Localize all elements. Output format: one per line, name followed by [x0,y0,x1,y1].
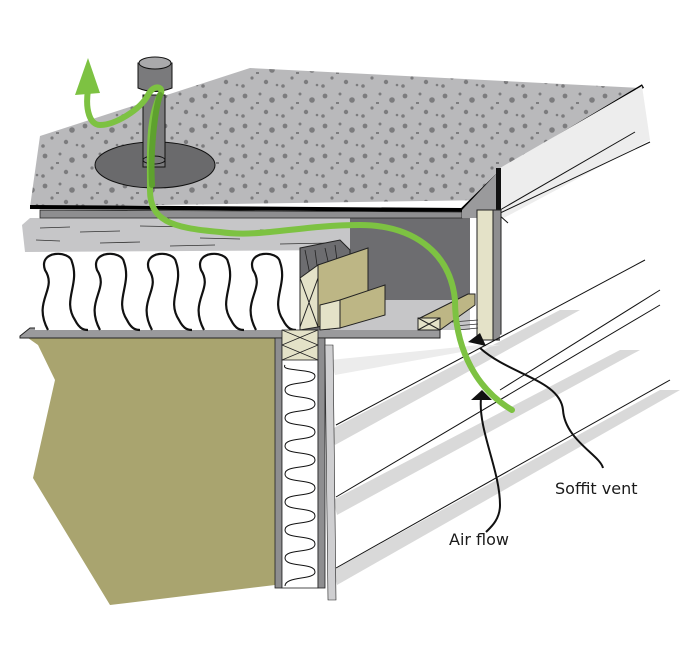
leader-lines [479,347,604,533]
soffit-vent-label: Soffit vent [555,479,638,498]
interior-wall [28,338,275,605]
wall-drywall [274,337,283,589]
gravel-stop [462,172,498,218]
air-flow-label: Air flow [449,530,509,549]
ceiling-drywall [19,327,441,339]
top-plate [319,284,386,331]
fascia-trim [499,131,636,211]
wall-cavity [281,337,319,589]
fascia-edge [496,168,501,220]
air-flow-label-arrowhead [471,390,492,400]
soffit-nailer [417,293,476,331]
attic-insulation-loops [41,252,297,332]
air-flow-path [75,58,515,413]
wall-sheathing [317,337,326,589]
wall-top-plate [281,329,319,361]
wall-insulation [284,364,316,587]
soffit-frame-edge [492,209,502,341]
roof-sheathing [22,218,350,252]
air-flow-arrowhead [75,58,100,95]
soffit-frame [476,209,496,341]
fascia [500,86,650,220]
siding [324,259,683,601]
soffit-vent-arrowhead [468,333,486,346]
